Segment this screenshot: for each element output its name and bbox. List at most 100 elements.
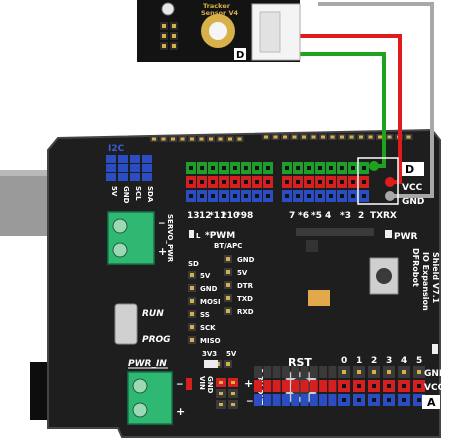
sd-pin-sck: SCK [200,324,216,332]
vin-led [186,378,192,390]
pwr-in-screw-2 [132,402,148,418]
analog-pin-hole [417,370,421,374]
top-header-pin [237,137,242,141]
i2c-pin [130,164,140,172]
top-header-pin [171,137,175,141]
sd-pin-labels: 5V GND MOSI SS SCK MISO [200,272,221,345]
i2c-pin [142,173,152,181]
sensor-header-pin [172,44,176,48]
sensor-header-pin [172,24,176,28]
i2c-pin [118,164,128,172]
sd-pin-5v: 5V [200,272,211,280]
vcc-label: VCC [402,183,423,193]
digital-pin-hole [307,180,311,184]
analog-pin-label: 1 [356,356,362,366]
top-header-pin [152,137,156,141]
servo-minus: − [158,219,166,229]
top-header-left [150,136,244,142]
analog-pin-hole [342,370,346,374]
digital-pin-hole [244,166,248,170]
analog-pin-label: 5 [416,356,422,366]
analog-pin-hole [387,398,391,402]
analog-extra-pin [263,394,272,406]
sensor-d-box [234,48,246,60]
digital-pin-label: TX [370,211,383,221]
analog-extra-pin [291,380,300,392]
out-pin-hole [231,403,235,406]
analog-pin-hole [387,384,391,388]
pwr-in-label: PWR_IN [128,359,167,369]
pwr-led [385,230,392,238]
i2c-pin-labels: 5V GND SCL SDA [110,186,154,204]
analog-pin-hole [372,384,376,388]
wire-signal-end [369,161,379,171]
analog-extra-pin [254,394,262,406]
sensor-header-pin [172,34,176,38]
top-header-pin [378,135,382,139]
servo-terminal-screw-1 [112,218,128,234]
sensor-title-line1: Tracker [203,2,231,10]
analog-extra-pin [309,366,318,378]
i2c-pin [106,164,116,172]
analog-pin-label: 3 [386,356,392,366]
bt-pin-column [224,255,232,315]
digital-pin-hole [329,194,333,198]
a-label-box [422,395,440,409]
out-pin-hole [219,381,223,384]
sensor-pin-header [160,22,178,50]
digital-pin-hole [222,166,226,170]
digital-pin-hole [189,194,193,198]
top-header-pin [340,135,344,139]
analog-extra-pin [309,394,318,406]
digital-pin-hole [362,194,366,198]
digital-pin-hole [296,180,300,184]
i2c-pin-gnd: GND [122,186,130,204]
gnd-label: GND [402,197,424,207]
top-header-pin [218,137,223,141]
digital-pin-hole [329,166,333,170]
analog-pin-hole [357,384,361,388]
bt-pin-txd: TXD [237,295,253,303]
analog-extra-pin [291,366,300,378]
i2c-pin [130,155,140,163]
digital-pin-hole [351,194,355,198]
pwr-in-terminal [127,371,173,425]
gnd-small-label: GND [206,376,214,394]
analog-extra-pin [272,380,281,392]
digital-pin-hole [351,166,355,170]
sd-pin-miso: MISO [200,337,221,345]
sd-pin-column [188,271,196,344]
analog-extra-pin [309,380,318,392]
i2c-pin [130,173,140,181]
digital-pin-hole [222,194,226,198]
i2c-pin [106,173,116,181]
digital-pin-hole [200,194,204,198]
digital-pin-hole [318,180,322,184]
bt-apc-label: BT/APC [214,242,242,250]
digital-pin-label: 2 [358,211,364,221]
bt-pin [226,309,230,313]
analog-extra-pin [300,366,309,378]
pwr-in-minus: − [176,380,184,390]
digital-pin-label: 8 [247,211,253,221]
bt-pin [226,296,230,300]
analog-extra-pin [300,394,309,406]
digital-pin-label: RX [383,211,397,221]
sd-pin [190,312,194,316]
bt-pin-dtr: DTR [237,282,254,290]
analog-extra-pin [263,380,272,392]
sensor-potentiometer [161,2,175,16]
v5-label: 5V [226,350,237,358]
out-minus: − [246,397,254,407]
analog-extra-pin [254,366,262,378]
digital-pin-hole [200,166,204,170]
sensor-lens [209,22,227,40]
analog-pin-hole [417,398,421,402]
analog-extra-pin [319,380,328,392]
sensor-d-label: D [236,50,244,61]
digital-pin-hole [211,166,215,170]
top-header-pin [180,137,185,141]
digital-pin-hole [211,194,215,198]
d-label-box [400,162,424,176]
